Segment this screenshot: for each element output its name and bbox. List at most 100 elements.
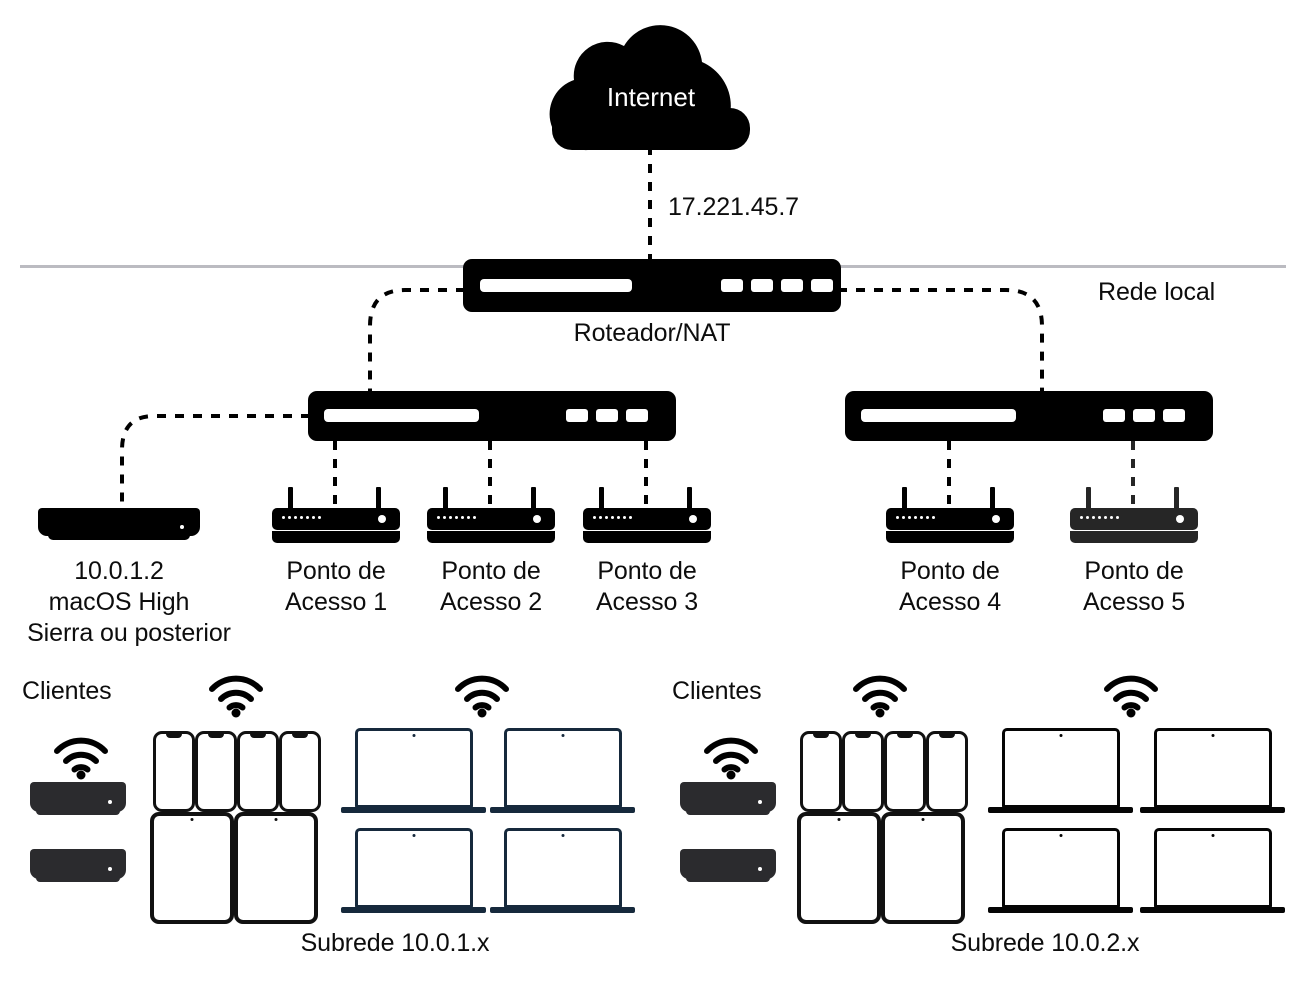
link-router-switch-left <box>368 288 465 394</box>
macbook-base <box>1140 907 1285 913</box>
ap-antenna <box>1086 487 1091 517</box>
macbook-screen <box>1153 828 1272 908</box>
macbook-camera <box>412 734 415 737</box>
link-switch-ap5 <box>1131 441 1135 507</box>
cloud-label: Internet <box>606 82 696 112</box>
mac-mini-body <box>680 849 776 879</box>
access-point-2-line2: Acesso 2 <box>439 588 543 616</box>
wifi-icon <box>209 675 263 718</box>
router-port <box>811 279 833 292</box>
switch-port <box>1133 409 1155 422</box>
ap-antenna <box>288 487 293 517</box>
access-point-icon-1 <box>272 487 400 543</box>
ap-base <box>427 531 555 543</box>
wifi-icon <box>455 675 509 718</box>
ap-antenna <box>376 487 381 517</box>
ipad-icon <box>150 812 234 924</box>
macbook-base <box>988 807 1133 813</box>
macbook-base <box>1140 807 1285 813</box>
iphone-icon <box>153 731 195 812</box>
mac-mini-led <box>108 867 112 871</box>
ipad-icon <box>881 812 965 924</box>
macbook-camera <box>412 834 415 837</box>
iphone-notch <box>855 733 871 738</box>
macbook-screen <box>354 828 473 908</box>
wifi-icon <box>704 737 758 780</box>
macbook-base <box>341 907 486 913</box>
switch-status-bar <box>861 409 1016 422</box>
macbook-icon <box>1140 728 1285 814</box>
macbook-camera <box>1059 734 1062 737</box>
clients-label-left: Clientes <box>22 677 112 705</box>
iphone-notch <box>939 733 955 738</box>
ipad-camera <box>190 818 194 821</box>
macbook-icon <box>1140 828 1285 914</box>
wifi-icon <box>853 675 907 718</box>
mac-mini-body <box>680 782 776 812</box>
ipad-camera <box>274 818 278 821</box>
link-switch-ap4 <box>947 441 951 507</box>
server-ip-label: 10.0.1.2 <box>74 557 164 585</box>
switch-port <box>596 409 618 422</box>
access-point-1-line1: Ponto de <box>286 557 386 585</box>
mac-mini-icon-client <box>30 782 126 815</box>
switch-port <box>566 409 588 422</box>
macbook-base <box>341 807 486 813</box>
mac-mini-led <box>758 800 762 804</box>
mac-mini-icon-server <box>38 508 200 540</box>
iphone-icon <box>279 731 321 812</box>
access-point-1-line2: Acesso 1 <box>284 588 388 616</box>
ap-status-dot <box>378 515 386 523</box>
server-os-line1: macOS High <box>48 588 190 616</box>
mac-mini-foot <box>36 810 120 815</box>
clients-label-right: Clientes <box>672 677 762 705</box>
ipad-icon <box>234 812 318 924</box>
router-icon <box>463 259 841 312</box>
macbook-icon <box>988 728 1133 814</box>
ap-leds <box>437 516 476 519</box>
macbook-camera <box>561 834 564 837</box>
link-router-switch-right <box>838 288 1044 394</box>
link-switch-ap3 <box>644 441 648 507</box>
ap-status-dot <box>1176 515 1184 523</box>
macbook-screen <box>354 728 473 808</box>
switch-port <box>626 409 648 422</box>
switch-status-bar <box>324 409 479 422</box>
macbook-base <box>490 907 635 913</box>
macbook-icon <box>490 728 635 814</box>
ap-antenna <box>902 487 907 517</box>
macbook-icon <box>341 728 486 814</box>
mac-mini-icon-client <box>680 782 776 815</box>
iphone-notch <box>897 733 913 738</box>
ipad-icon <box>797 812 881 924</box>
ap-status-dot <box>533 515 541 523</box>
ap-antenna <box>531 487 536 517</box>
mac-mini-icon-client <box>30 849 126 882</box>
ap-base <box>272 531 400 543</box>
access-point-3-line1: Ponto de <box>597 557 697 585</box>
mac-mini-led <box>180 525 184 529</box>
iphone-notch <box>208 733 224 738</box>
link-switch-ap2 <box>488 441 492 507</box>
ap-antenna <box>599 487 604 517</box>
iphone-notch <box>813 733 829 738</box>
ap-body <box>886 508 1014 530</box>
ap-body <box>583 508 711 530</box>
macbook-base <box>988 907 1133 913</box>
iphone-notch <box>250 733 266 738</box>
access-point-4-line1: Ponto de <box>900 557 1000 585</box>
switch-port <box>1103 409 1125 422</box>
router-status-bar <box>480 279 632 292</box>
ipad-camera <box>837 818 841 821</box>
ap-base <box>583 531 711 543</box>
mac-mini-body <box>30 849 126 879</box>
switch-icon-right <box>845 391 1213 441</box>
macbook-camera <box>1211 834 1214 837</box>
access-point-icon-5 <box>1070 487 1198 543</box>
access-point-2-line1: Ponto de <box>441 557 541 585</box>
macbook-icon <box>988 828 1133 914</box>
iphone-icon <box>800 731 842 812</box>
mac-mini-foot <box>686 810 770 815</box>
ap-antenna <box>687 487 692 517</box>
